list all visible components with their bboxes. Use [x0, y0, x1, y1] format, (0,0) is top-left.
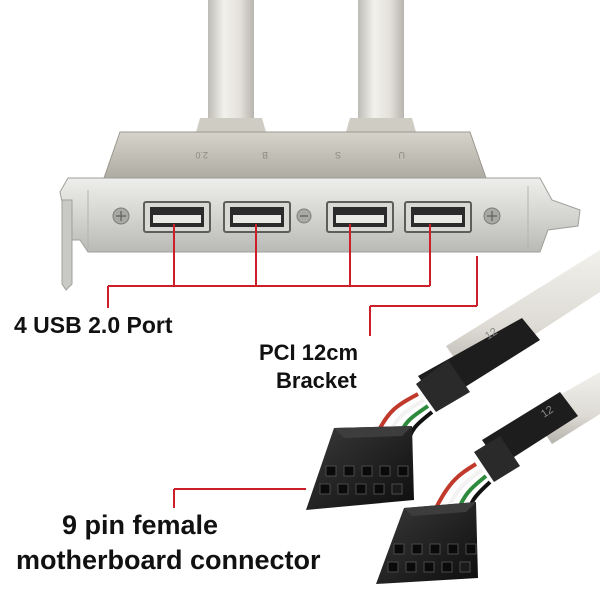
cable-print-upper: 12 [483, 326, 500, 343]
blocked-pin-hole [391, 483, 403, 495]
pin-hole [337, 483, 349, 495]
pin-hole [319, 483, 331, 495]
pin-hole [343, 465, 355, 477]
pin-hole [429, 543, 441, 555]
header-connector-upper: 12 [306, 318, 540, 510]
embossed-letter: S [335, 150, 341, 160]
connector-label-line-2: motherboard connector [16, 545, 321, 575]
pin-hole [355, 483, 367, 495]
bracket-label-line-1: PCI 12cm [259, 340, 359, 365]
pci-bracket [59, 177, 581, 291]
callout-bracket [369, 256, 478, 336]
pin-hole [397, 465, 409, 477]
pin-grid-upper [319, 465, 409, 495]
pin-hole [423, 561, 435, 573]
embossed-letter: B [262, 150, 268, 160]
top-cables [196, 0, 416, 132]
usb-port-4 [404, 201, 472, 233]
usb-ports-label: 4 USB 2.0 Port [14, 312, 173, 338]
pin-hole [441, 561, 453, 573]
pin-hole [387, 561, 399, 573]
pin-hole [405, 561, 417, 573]
pin-hole [361, 465, 373, 477]
usb-port-3 [326, 201, 394, 233]
screw-middle [296, 208, 312, 224]
bracket-housing: U S B 2.0 [103, 131, 487, 179]
pin-grid-lower [387, 543, 477, 573]
cable-print-lower: 12 [539, 404, 556, 421]
embossed-letter: 2.0 [195, 150, 208, 160]
screw-left [112, 207, 130, 225]
pin-hole [465, 543, 477, 555]
usb-port-2 [223, 201, 291, 233]
callout-usb [107, 224, 431, 308]
pin-hole [373, 483, 385, 495]
pin-hole [447, 543, 459, 555]
pin-hole [379, 465, 391, 477]
bracket-label-line-2: Bracket [276, 368, 357, 393]
pin-hole [411, 543, 423, 555]
usb-port-1 [143, 201, 211, 233]
pin-hole [393, 543, 405, 555]
screw-right [483, 207, 501, 225]
embossed-letter: U [399, 150, 406, 160]
pin-hole [325, 465, 337, 477]
connector-label-line-1: 9 pin female [62, 510, 219, 540]
blocked-pin-hole [459, 561, 471, 573]
callout-connector [173, 488, 306, 508]
